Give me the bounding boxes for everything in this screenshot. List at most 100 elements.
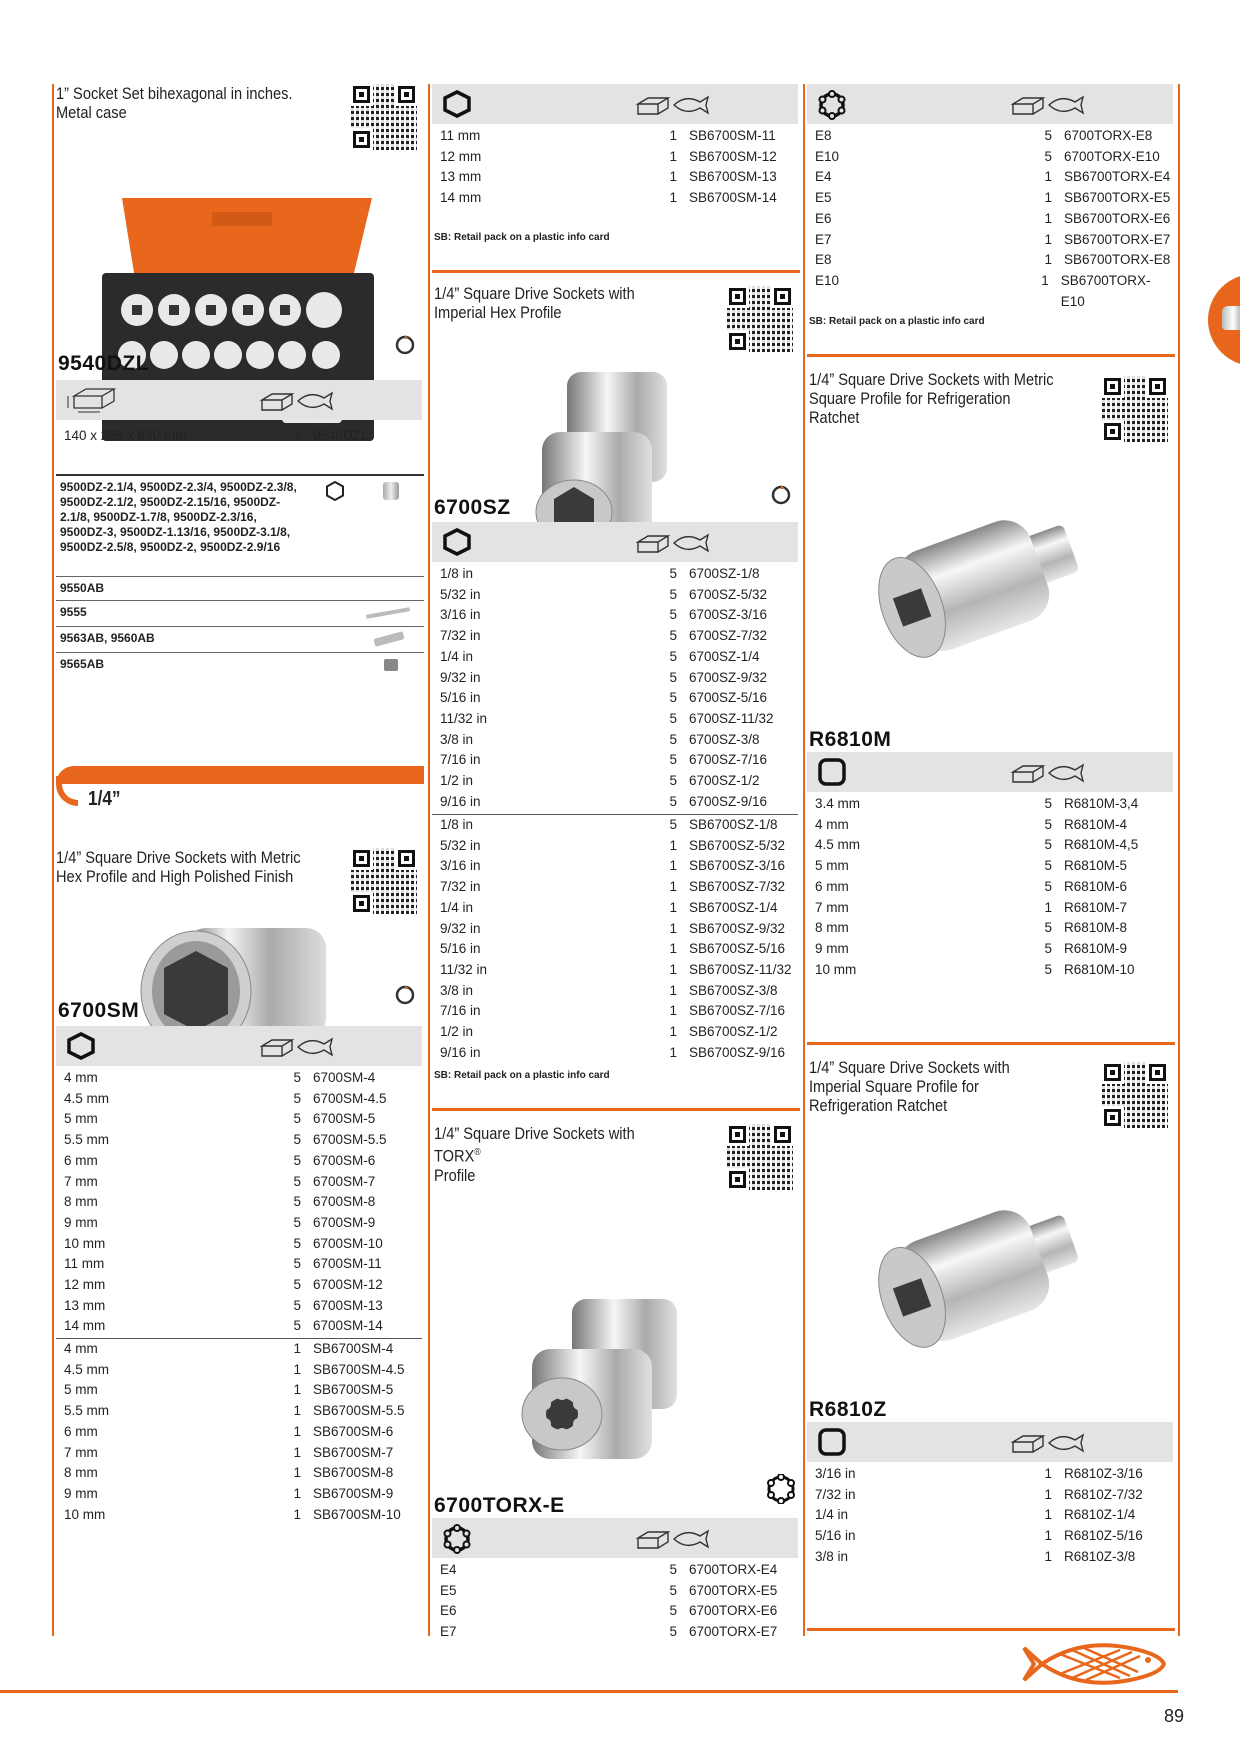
size: 1/4 in	[815, 1507, 849, 1523]
reference: SB6700TORX-E10	[1060, 272, 1151, 309]
accessory-row: 9565AB	[56, 652, 424, 678]
size: 7 mm	[64, 1444, 98, 1460]
reference: R6810Z-3/8	[1064, 1548, 1136, 1564]
reference: R6810M-8	[1064, 920, 1128, 936]
size: 9 mm	[64, 1214, 98, 1230]
product-title: 1/4” Square Drive Sockets with Imperial …	[809, 1058, 1010, 1115]
quantity: 1	[1044, 1507, 1052, 1523]
product-title: 1/4” Square Drive Sockets with TORX®Prof…	[434, 1124, 683, 1185]
table-header	[432, 1518, 798, 1558]
reference: R6810Z-5/16	[1064, 1528, 1143, 1544]
page-number: 89	[1164, 1706, 1185, 1726]
size: 1/8 in	[440, 817, 474, 832]
quantity: 5	[669, 710, 677, 726]
reference: SB6700SM-4.5	[313, 1361, 405, 1377]
reference: 6700SM-7	[313, 1173, 376, 1189]
reference: 6700SM-11	[313, 1256, 382, 1272]
size: 3/8 in	[440, 982, 474, 998]
qr-code	[1101, 1061, 1169, 1129]
reference: 6700SM-4.5	[313, 1090, 387, 1106]
reference: R6810M-6	[1064, 878, 1128, 894]
size: 7/16 in	[440, 1003, 481, 1019]
package-icon	[1009, 762, 1085, 789]
extension-bar-icon	[365, 607, 411, 619]
package-icon	[634, 532, 710, 559]
quantity: 5	[1044, 878, 1052, 894]
reference: SB6700SZ-5/16	[689, 941, 786, 957]
size: 7 mm	[64, 1173, 98, 1189]
socket-thumb-icon	[383, 482, 399, 500]
size: 13 mm	[440, 169, 482, 185]
quantity: 1	[1041, 272, 1049, 288]
quantity: 1	[293, 1423, 301, 1439]
size: 7/16 in	[440, 752, 481, 768]
quantity: 5	[293, 1152, 301, 1168]
size: E6	[440, 1603, 457, 1619]
quantity: 1	[293, 1361, 301, 1377]
accessory-row: 9550AB	[56, 576, 424, 600]
refrigeration-socket-image	[867, 484, 1107, 694]
adaptor-icon	[384, 659, 398, 671]
size: 4.5 mm	[64, 1090, 110, 1106]
reference: SB6700SZ-7/16	[689, 1003, 786, 1019]
reference: R6810Z-3/16	[1064, 1466, 1143, 1481]
size: 5.5 mm	[64, 1132, 110, 1148]
size: E5	[440, 1582, 457, 1598]
quantity: 1	[1044, 899, 1052, 915]
size: 5 mm	[815, 858, 849, 874]
reference: SB6700SM-9	[313, 1485, 394, 1501]
quantity: 1	[669, 982, 677, 998]
size: 5 mm	[64, 1111, 98, 1127]
socket-tab-icon	[1222, 306, 1240, 330]
reference: 6700SM-5	[313, 1111, 376, 1127]
reference: R6810Z-7/32	[1064, 1486, 1143, 1502]
reference: 6700SM-5.5	[313, 1132, 387, 1148]
reference: R6810M-7	[1064, 899, 1128, 915]
product-title: 1/4” Square Drive Sockets with Metric He…	[56, 848, 301, 886]
quantity: 5	[669, 607, 677, 623]
reference: SB6700TORX-E7	[1064, 231, 1171, 247]
size: 3/16 in	[440, 607, 481, 623]
size: 11/32 in	[440, 710, 488, 726]
size: 4 mm	[64, 1341, 98, 1356]
size: 7 mm	[815, 899, 849, 915]
retail-note: SB: Retail pack on a plastic info card	[809, 316, 985, 327]
size: 8 mm	[64, 1194, 98, 1210]
quantity: 5	[669, 752, 677, 768]
reference: SB6700TORX-E6	[1064, 210, 1171, 226]
quantity: 5	[293, 1070, 301, 1085]
size: 6 mm	[64, 1423, 98, 1439]
size: 1/2 in	[440, 1024, 474, 1040]
dimensions-box-icon	[66, 386, 118, 419]
size: 11/32 in	[440, 961, 488, 977]
product-code: 6700TORX-E	[434, 1494, 565, 1517]
reference: R6810M-9	[1064, 940, 1128, 956]
qr-code	[1101, 375, 1169, 443]
